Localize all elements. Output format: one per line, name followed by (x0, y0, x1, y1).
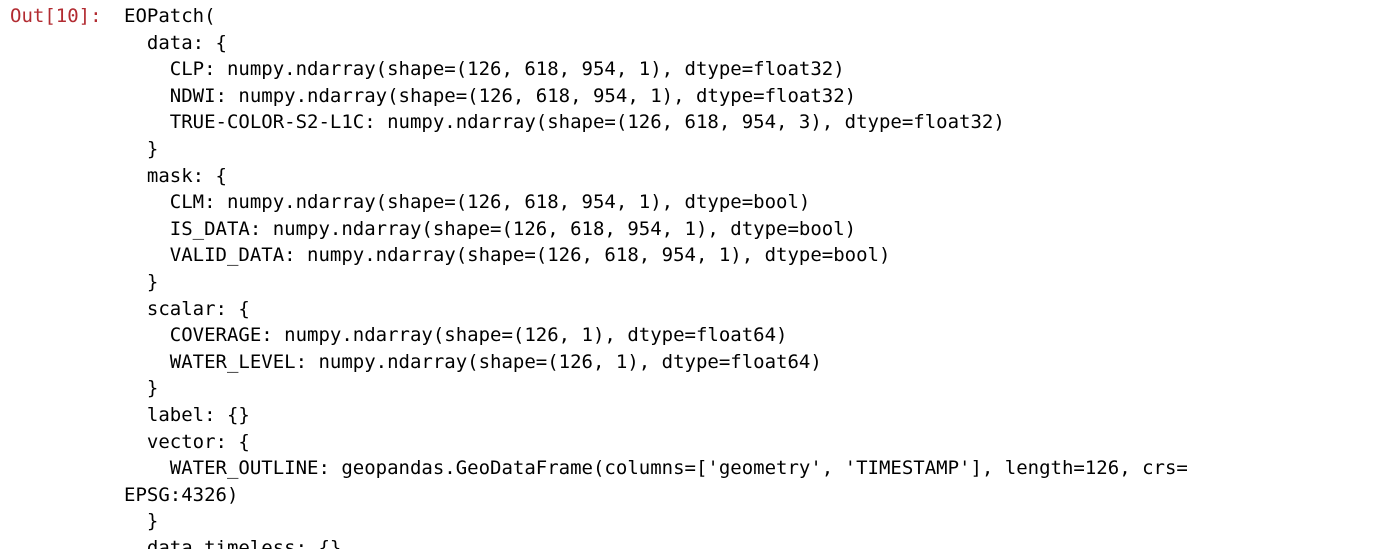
output-line: data: { (124, 31, 227, 54)
output-area[interactable]: EOPatch( data: { CLP: numpy.ndarray(shap… (124, 0, 1400, 549)
output-prompt: Out[10]: (10, 5, 102, 27)
output-line: } (124, 510, 159, 533)
output-line: WATER_LEVEL: numpy.ndarray(shape=(126, 1… (124, 350, 822, 373)
output-line: label: {} (124, 403, 250, 426)
output-line: data_timeless: {} (124, 536, 342, 549)
output-line: scalar: { (124, 297, 250, 320)
output-line: COVERAGE: numpy.ndarray(shape=(126, 1), … (124, 324, 788, 347)
output-line: VALID_DATA: numpy.ndarray(shape=(126, 61… (124, 244, 891, 267)
output-line: } (124, 270, 159, 293)
output-line: WATER_OUTLINE: geopandas.GeoDataFrame(co… (124, 457, 1188, 480)
output-line: EOPatch( (124, 5, 216, 27)
output-line: CLM: numpy.ndarray(shape=(126, 618, 954,… (124, 191, 811, 214)
output-line: CLP: numpy.ndarray(shape=(126, 618, 954,… (124, 58, 845, 81)
output-line: } (124, 377, 159, 400)
output-line: IS_DATA: numpy.ndarray(shape=(126, 618, … (124, 217, 857, 240)
output-line: NDWI: numpy.ndarray(shape=(126, 618, 954… (124, 84, 857, 107)
output-line: } (124, 137, 159, 160)
output-text: EOPatch( data: { CLP: numpy.ndarray(shap… (124, 3, 1400, 549)
output-line: mask: { (124, 164, 227, 187)
output-line: TRUE-COLOR-S2-L1C: numpy.ndarray(shape=(… (124, 111, 1005, 134)
output-line: vector: { (124, 430, 250, 453)
output-line: EPSG:4326) (124, 483, 239, 506)
